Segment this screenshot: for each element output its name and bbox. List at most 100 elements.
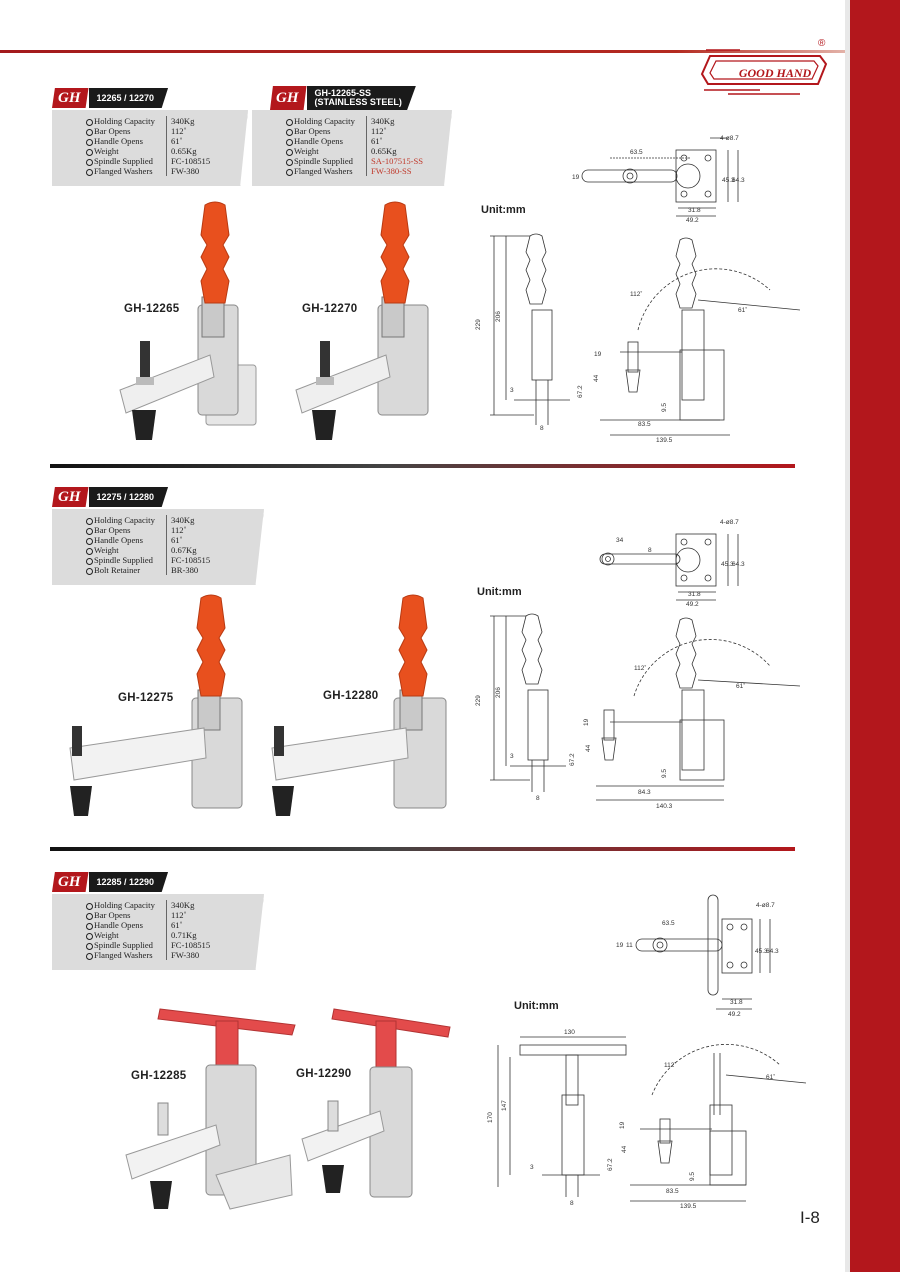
- spec-value: FC-108515: [166, 940, 210, 950]
- spec-label: Flanged Washers: [86, 950, 166, 960]
- dim-label: 206: [495, 311, 502, 322]
- model-label: GH-12290: [296, 1068, 352, 1080]
- section3-code: 12285 / 12290: [88, 872, 169, 892]
- dim-label: 9.5: [661, 769, 668, 778]
- dim-label: 83.5: [638, 421, 651, 428]
- spec-value: SA-107515-SS: [366, 156, 423, 166]
- spec-value: 61˚: [166, 136, 182, 146]
- side-band-edge: [845, 0, 850, 1272]
- unit-label: Unit:mm: [481, 204, 526, 216]
- clamp-photo-gh-12280: [271, 594, 447, 816]
- clamp-photo-gh-12285: [125, 1008, 296, 1210]
- dim-label: 61˚: [738, 306, 747, 314]
- spec-label: Holding Capacity: [86, 900, 166, 910]
- spec-label: Flanged Washers: [286, 166, 366, 176]
- spec-label: Holding Capacity: [86, 116, 166, 126]
- spec-value: 0.65Kg: [166, 146, 197, 156]
- spec-label: Holding Capacity: [86, 515, 166, 525]
- dim-label: 67.2: [607, 1158, 614, 1171]
- spec-label: Holding Capacity: [286, 116, 366, 126]
- spec-value: 0.71Kg: [166, 930, 197, 940]
- dim-label: 9.5: [689, 1172, 696, 1181]
- stainless-badge: GH GH-12265-SS (STAINLESS STEEL): [270, 86, 416, 110]
- dim-label: 49.2: [728, 1011, 741, 1018]
- side-view-drawing: 229 206 3 8 112˚ 61˚ 19 67.2 44 9.5 83.5…: [475, 233, 801, 444]
- unit-label: Unit:mm: [514, 1000, 559, 1012]
- spec-label: Weight: [86, 545, 166, 555]
- spec-value: FW-380-SS: [366, 166, 412, 176]
- spec-label: Bar Opens: [86, 126, 166, 136]
- spec-value: FC-108515: [166, 156, 210, 166]
- registered-mark: ®: [818, 38, 826, 49]
- dim-label: 49.2: [686, 601, 699, 608]
- dim-label: 34: [616, 537, 624, 544]
- spec-value: FW-380: [166, 950, 199, 960]
- dim-label: 206: [495, 687, 502, 698]
- dim-label: 61˚: [766, 1073, 775, 1081]
- page-number: I-8: [800, 1208, 820, 1227]
- model-label: GH-12280: [323, 690, 379, 702]
- dim-label: 8: [536, 795, 540, 802]
- spec-label: Weight: [86, 146, 166, 156]
- dim-label: 11: [626, 942, 633, 949]
- dim-label: 63.5: [630, 149, 643, 156]
- dim-label: 19: [594, 351, 602, 358]
- section2-badge: GH 12275 / 12280: [52, 487, 169, 507]
- spec-value: 340Kg: [166, 116, 194, 126]
- dim-label: 64.3: [732, 177, 745, 184]
- spec-label: Bolt Retainer: [86, 565, 166, 575]
- dim-label: 31.8: [730, 999, 743, 1006]
- side-band: [850, 0, 900, 1272]
- spec-value: 112˚: [166, 525, 186, 535]
- model-label: GH-12275: [118, 692, 174, 704]
- dim-label: 140.3: [656, 803, 673, 810]
- section2-code: 12275 / 12280: [88, 487, 169, 507]
- top-view-drawing: 4-ø8.7 63.5 19 11 45.3 64.3 31.8 49.2: [616, 894, 779, 1018]
- good-hand-logo: [700, 49, 828, 95]
- spec-value: 340Kg: [166, 900, 194, 910]
- stainless-code-line2: (STAINLESS STEEL): [314, 97, 402, 107]
- dim-label: 84.3: [638, 789, 651, 796]
- spec-value: 0.65Kg: [366, 146, 397, 156]
- spec-label: Handle Opens: [286, 136, 366, 146]
- spec-label: Handle Opens: [86, 535, 166, 545]
- top-view-drawing: 4-ø8.7 63.5 19 45.3 64.3 31.8 49.2: [572, 135, 745, 224]
- spec-value: 340Kg: [166, 515, 194, 525]
- spec-value: 112˚: [166, 910, 186, 920]
- section1-code: 12265 / 12270: [88, 88, 169, 108]
- section1-badge: GH 12265 / 12270: [52, 88, 169, 108]
- dim-label: 139.5: [656, 437, 673, 444]
- dim-label: 64.3: [766, 948, 779, 955]
- dim-label: 4-ø8.7: [756, 902, 775, 909]
- dim-label: 3: [530, 1164, 534, 1171]
- model-label: GH-12265: [124, 303, 180, 315]
- gh-badge: GH: [52, 487, 89, 507]
- spec-label: Bar Opens: [286, 126, 366, 136]
- spec-value: 61˚: [366, 136, 382, 146]
- dim-label: 3: [510, 753, 514, 760]
- clamp-photo-gh-12290: [301, 1008, 451, 1198]
- section3-badge: GH 12285 / 12290: [52, 872, 169, 892]
- spec-value: 61˚: [166, 920, 182, 930]
- dim-label: 44: [585, 744, 592, 752]
- spec-value: 112˚: [166, 126, 186, 136]
- top-rule: [0, 50, 845, 53]
- dim-label: 139.5: [680, 1203, 697, 1210]
- spec-label: Weight: [86, 930, 166, 940]
- spec-label: Spindle Supplied: [286, 156, 366, 166]
- spec-label: Flanged Washers: [86, 166, 166, 176]
- dim-label: 45.3: [755, 948, 768, 955]
- spec-value: FC-108515: [166, 555, 210, 565]
- dim-label: 83.5: [666, 1188, 679, 1195]
- dim-label: 64.3: [732, 561, 745, 568]
- spec-label: Spindle Supplied: [86, 555, 166, 565]
- dim-label: 61˚: [736, 682, 745, 690]
- spec-label: Handle Opens: [86, 136, 166, 146]
- clamp-photo-gh-12270: [295, 201, 429, 440]
- clamp-photo-gh-12265: [119, 201, 257, 440]
- dim-label: 112˚: [664, 1061, 677, 1069]
- dim-label: 67.2: [569, 753, 576, 766]
